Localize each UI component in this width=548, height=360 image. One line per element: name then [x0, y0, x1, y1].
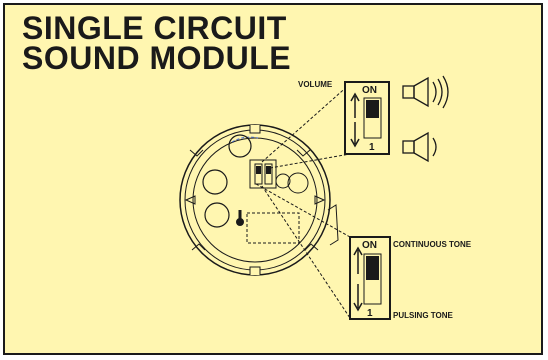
tone-off-label: 1	[367, 308, 373, 319]
tone-on-label: ON	[362, 240, 377, 251]
module-base	[179, 124, 339, 276]
pulsing-tone-label: PULSING TONE	[393, 311, 453, 320]
volume-off-label: 1	[369, 142, 375, 153]
speaker-quiet-icon	[402, 131, 437, 163]
diagram-panel	[3, 3, 543, 355]
tone-switch	[349, 236, 391, 320]
volume-switch	[344, 81, 390, 155]
volume-label: VOLUME	[298, 80, 333, 89]
page-title: SINGLE CIRCUIT SOUND MODULE	[22, 10, 292, 76]
volume-on-label: ON	[362, 85, 377, 96]
speaker-loud-icon	[402, 75, 449, 109]
continuous-tone-label: CONTINUOUS TONE	[393, 240, 472, 249]
module-dip-switches	[249, 159, 277, 189]
leader-lines	[255, 83, 351, 319]
title-line-2: SOUND MODULE	[22, 40, 292, 76]
title-line-1: SINGLE CIRCUIT	[22, 10, 287, 46]
